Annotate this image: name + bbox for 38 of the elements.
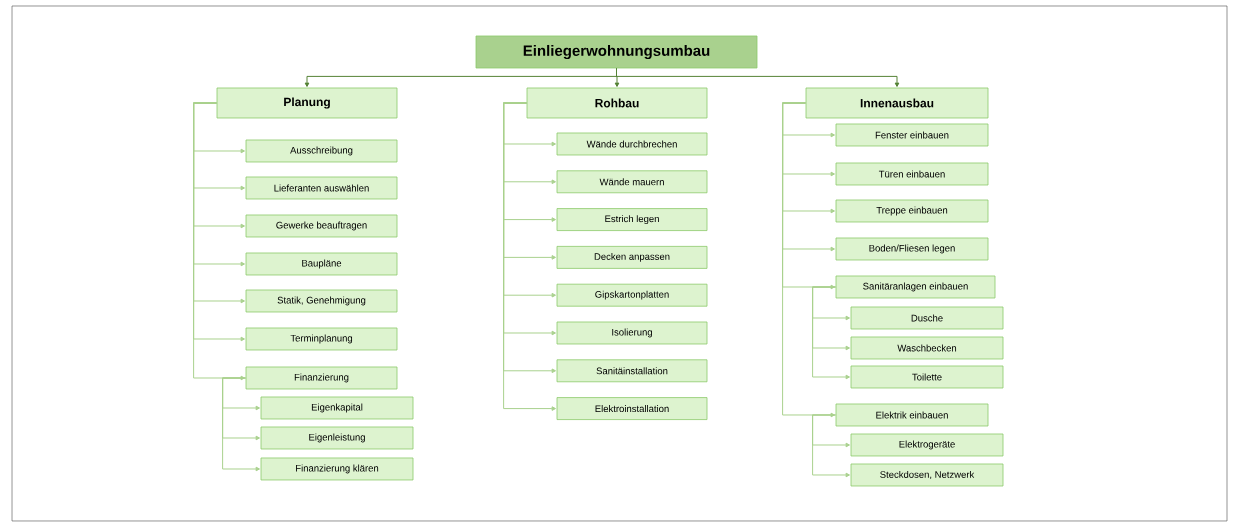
task-box: Treppe einbauen [835,199,989,223]
task-box: Waschbecken [850,336,1004,360]
task-box: Eigenkapital [260,396,414,420]
task-box: Elektrogeräte [850,433,1004,457]
task-box: Elektroinstallation [556,397,708,420]
arrow [812,286,850,380]
task-box: Eigenleistung [260,426,414,450]
branch-box: Planung [216,87,398,119]
arrow [812,414,850,478]
task-box: Sanitäranlagen einbauen [835,275,996,299]
task-box: Toilette [850,365,1004,389]
task-box: Sanitäinstallation [556,359,708,383]
task-box: Terminplanung [245,327,398,351]
task-box: Fenster einbauen [835,123,989,147]
task-box: Ausschreibung [245,139,398,163]
task-box: Finanzierung [245,366,398,390]
task-box: Baupläne [245,252,398,276]
arrow [616,67,900,87]
task-box: Lieferanten auswählen [245,176,398,200]
task-box: Wände mauern [556,170,708,194]
task-box: Finanzierung klären [260,457,414,481]
task-box: Elektrik einbauen [835,403,989,427]
task-box: Estrich legen [556,208,708,231]
task-box: Isolierung [556,321,708,345]
task-box: Boden/Fliesen legen [835,237,989,261]
task-box: Statik, Genehmigung [245,289,398,313]
task-box: Türen einbauen [835,162,989,186]
arrow [222,377,260,472]
title-box: Einliegerwohnungsumbau [475,35,758,69]
task-box: Gipskartonplatten [556,283,708,307]
task-box: Wände durchbrechen [556,132,708,156]
task-box: Steckdosen, Netzwerk [850,463,1004,487]
branch-box: Innenausbau [805,87,989,119]
task-box: Gewerke beauftragen [245,214,398,238]
arrow [782,102,835,418]
branch-box: Rohbau [526,87,708,119]
task-box: Decken anpassen [556,246,708,269]
task-box: Dusche [850,306,1004,330]
